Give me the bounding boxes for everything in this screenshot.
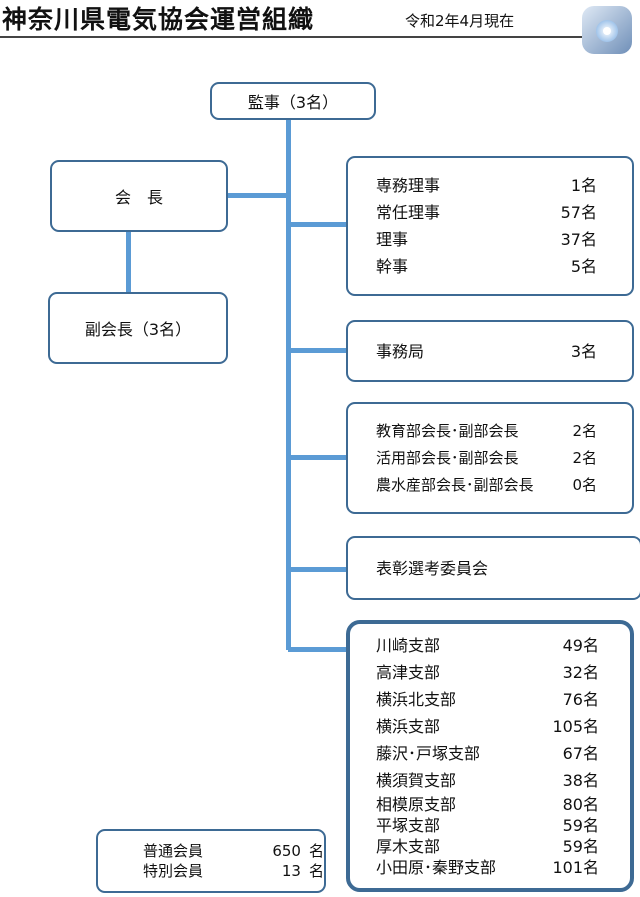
- vice-president-box: 副会長（3名）: [48, 292, 228, 364]
- departments-branch-line: [288, 455, 348, 460]
- president-link-line: [228, 193, 288, 198]
- award-committee-row: 表彰選考委員会: [376, 559, 489, 578]
- auditor-label: 監事（3名）: [247, 93, 339, 112]
- auditor-box: 監事（3名）: [210, 82, 376, 120]
- award-committee-box: 表彰選考委員会: [346, 536, 640, 600]
- president-box: 会 長: [50, 160, 228, 232]
- page-title: 神奈川県電気協会運営組織: [2, 5, 315, 34]
- president-label: 会 長: [114, 188, 163, 207]
- secretariat-branch-line: [288, 348, 348, 353]
- board-branch-line: [288, 222, 348, 227]
- vice-president-label: 副会長（3名）: [84, 320, 192, 339]
- title-underline: [0, 36, 600, 38]
- as-of-date: 令和2年4月現在: [405, 12, 515, 30]
- award-branch-line: [288, 567, 348, 572]
- branches-branch-line: [288, 647, 348, 652]
- trunk-line: [286, 120, 291, 650]
- globe-corner-icon: [582, 6, 632, 54]
- vice-president-link-line: [126, 232, 131, 292]
